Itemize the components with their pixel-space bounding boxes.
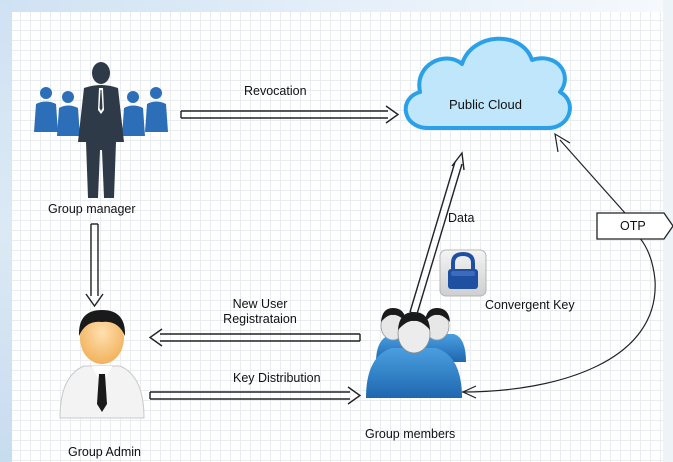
group-members-label: Group members xyxy=(365,427,456,441)
key-distribution-arrow xyxy=(149,386,362,405)
otp-arrow xyxy=(461,132,656,399)
group-admin-label: Group Admin xyxy=(68,445,141,459)
top-band xyxy=(0,0,673,12)
group-manager-label: Group manager xyxy=(48,202,136,216)
members-group-icon xyxy=(366,308,466,398)
new-user-label-line2: Registrataion xyxy=(223,312,297,326)
lock-icon xyxy=(439,249,487,297)
left-band xyxy=(0,0,12,462)
revocation-label: Revocation xyxy=(244,84,307,98)
convergent-key-label: Convergent Key xyxy=(485,298,575,312)
manager-to-admin-arrow xyxy=(85,223,104,308)
public-cloud-label: Public Cloud xyxy=(449,97,522,112)
data-label: Data xyxy=(448,211,475,225)
otp-label: OTP xyxy=(620,219,646,233)
data-arrow xyxy=(409,151,465,315)
cloud-icon xyxy=(403,36,572,130)
new-user-label-line1: New User xyxy=(232,297,288,311)
otp-tag xyxy=(596,212,673,240)
manager-icon xyxy=(34,62,168,198)
key-distribution-label: Key Distribution xyxy=(233,371,321,385)
new-user-arrow xyxy=(148,328,361,347)
revocation-arrow xyxy=(180,105,400,124)
admin-person-icon xyxy=(59,310,145,419)
